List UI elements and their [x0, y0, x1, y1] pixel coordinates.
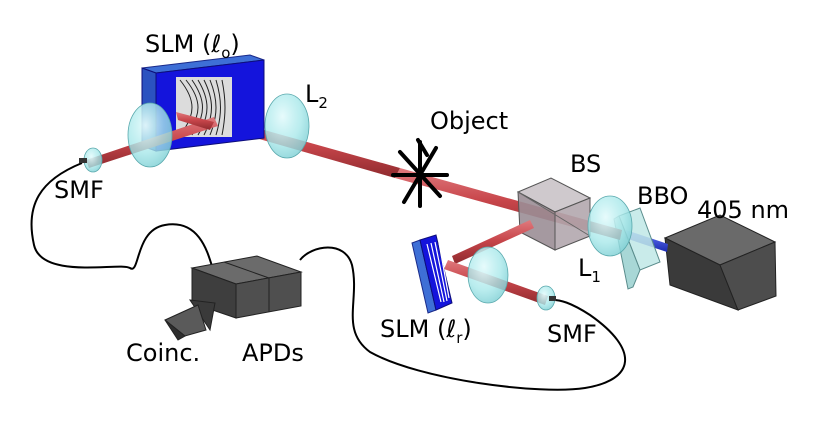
fiber-tip-right [549, 296, 556, 301]
label-lens-l2: L2 [305, 80, 328, 112]
beam-reference-arm [452, 220, 534, 264]
fiber-tip-left [79, 158, 87, 163]
coincidence-cone [164, 299, 216, 341]
label-coincidence: Coinc. [126, 339, 200, 367]
label-fiber-right: SMF [547, 320, 597, 348]
fiber-cable-right [299, 246, 626, 391]
lens-left [127, 102, 173, 168]
beam-splitter-cube [516, 177, 592, 251]
label-fiber-left: SMF [54, 176, 104, 204]
lens-reference [467, 246, 509, 304]
label-detectors: APDs [242, 339, 304, 367]
label-beam-splitter: BS [570, 150, 601, 178]
lens-l2 [264, 93, 310, 159]
apd-detector-box [190, 255, 303, 319]
fiber-cable-left [30, 162, 216, 276]
slm-reference [411, 234, 453, 314]
label-slm-object: SLM (ℓo) [145, 30, 240, 62]
label-object: Object [430, 107, 508, 135]
label-laser: 405 nm [697, 196, 789, 224]
beam-slm-v [176, 112, 214, 130]
laser-box [663, 214, 777, 311]
label-slm-reference: SLM (ℓr) [380, 315, 472, 347]
label-lens-l1: L1 [578, 254, 601, 286]
object-star-icon [391, 138, 449, 208]
label-crystal: BBO [637, 182, 688, 210]
lens-l1 [587, 195, 633, 257]
